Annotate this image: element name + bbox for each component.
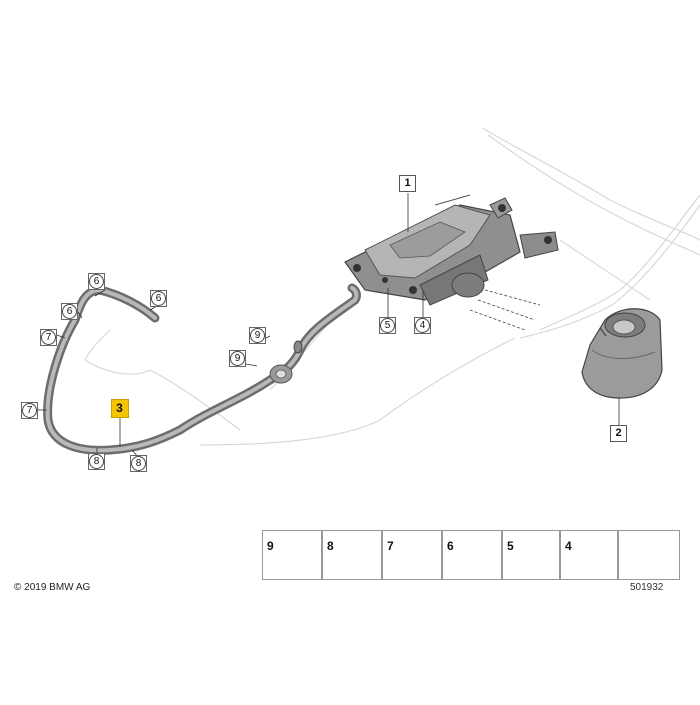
callout-5: 5	[379, 317, 396, 334]
part-1-unit	[344, 194, 559, 306]
legend-label-6: 6	[447, 539, 454, 553]
legend-item-5: 5	[502, 530, 560, 580]
legend-label-9: 9	[267, 539, 274, 553]
callout-9a: 9	[249, 327, 266, 344]
callout-1: 1	[399, 175, 416, 192]
legend-label-5: 5	[507, 539, 514, 553]
callout-2-label: 2	[615, 427, 622, 439]
callout-3-highlighted: 3	[111, 399, 129, 418]
hose-highlight	[45, 286, 359, 453]
legend-item-7: 7	[382, 530, 442, 580]
part-2-housing	[581, 308, 663, 399]
callout-9a-label: 9	[250, 328, 265, 343]
callout-6c-label: 6	[151, 291, 166, 306]
callout-9b: 9	[229, 350, 246, 367]
hose-part-3	[43, 283, 361, 455]
callout-7b-label: 7	[22, 403, 37, 418]
callout-1-label: 1	[404, 177, 411, 189]
callout-8b: 8	[130, 455, 147, 472]
legend-label-4: 4	[565, 539, 572, 553]
callout-5-label: 5	[380, 318, 395, 333]
legend-item-4: 4	[560, 530, 618, 580]
legend-item-direction-arrow	[618, 530, 680, 580]
legend-item-8: 8	[322, 530, 382, 580]
callout-3-label: 3	[116, 401, 123, 415]
callout-7a-label: 7	[41, 330, 56, 345]
callout-8b-label: 8	[131, 456, 146, 471]
callout-4-label: 4	[415, 318, 430, 333]
callout-leaders	[38, 193, 620, 459]
assembly-leaders	[469, 289, 541, 331]
legend-label-8: 8	[327, 539, 334, 553]
hose-connector	[269, 340, 303, 384]
callout-8a: 8	[88, 453, 105, 470]
legend-label-7: 7	[387, 539, 394, 553]
copyright-text: © 2019 BMW AG	[14, 582, 91, 593]
callout-9b-label: 9	[230, 351, 245, 366]
callout-6a: 6	[88, 273, 105, 290]
legend-item-9: 9	[262, 530, 322, 580]
callout-2: 2	[610, 425, 627, 442]
callout-6b-label: 6	[62, 304, 77, 319]
callout-6b: 6	[61, 303, 78, 320]
callout-7a: 7	[40, 329, 57, 346]
callout-8a-label: 8	[89, 454, 104, 469]
legend-item-6: 6	[442, 530, 502, 580]
callout-4: 4	[414, 317, 431, 334]
callout-6a-label: 6	[89, 274, 104, 289]
callout-6c: 6	[150, 290, 167, 307]
diagram-id: 501932	[630, 582, 664, 593]
callout-7b: 7	[21, 402, 38, 419]
